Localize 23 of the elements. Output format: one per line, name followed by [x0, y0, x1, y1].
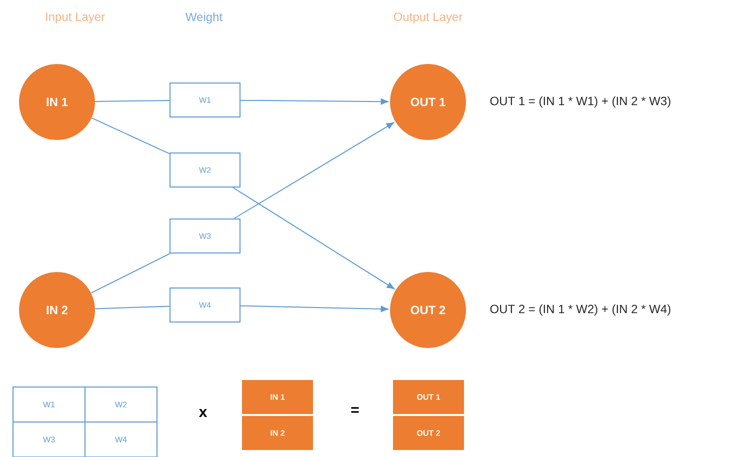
weight-box: W3	[170, 218, 240, 254]
weight-box: W1	[170, 82, 240, 118]
column-heading: Weight	[186, 12, 222, 24]
arrow	[234, 122, 394, 219]
matrix-cell: W1	[12, 386, 86, 422]
equation: OUT 1 = (IN 1 * W1) + (IN 2 * W3)	[490, 96, 670, 108]
column-heading: Input Layer	[46, 12, 105, 24]
weight-box: W2	[170, 152, 240, 188]
vector-cell: IN 1	[242, 380, 313, 414]
column-heading: Output Layer	[394, 12, 462, 24]
vector-cell: OUT 1	[393, 380, 464, 414]
arrow	[240, 98, 388, 105]
equation: OUT 2 = (IN 1 * W2) + (IN 2 * W4)	[490, 304, 670, 316]
weight-box: W4	[170, 288, 240, 322]
vector-cell: IN 2	[242, 416, 313, 450]
arrow	[232, 187, 394, 290]
operator: x	[198, 409, 208, 417]
arrow	[240, 305, 388, 312]
vector-cell: OUT 2	[393, 416, 464, 450]
operator: =	[351, 407, 359, 413]
matrix-cell: W4	[84, 422, 158, 457]
matrix-cell: W3	[12, 422, 86, 457]
matrix-cell: W2	[84, 386, 158, 422]
